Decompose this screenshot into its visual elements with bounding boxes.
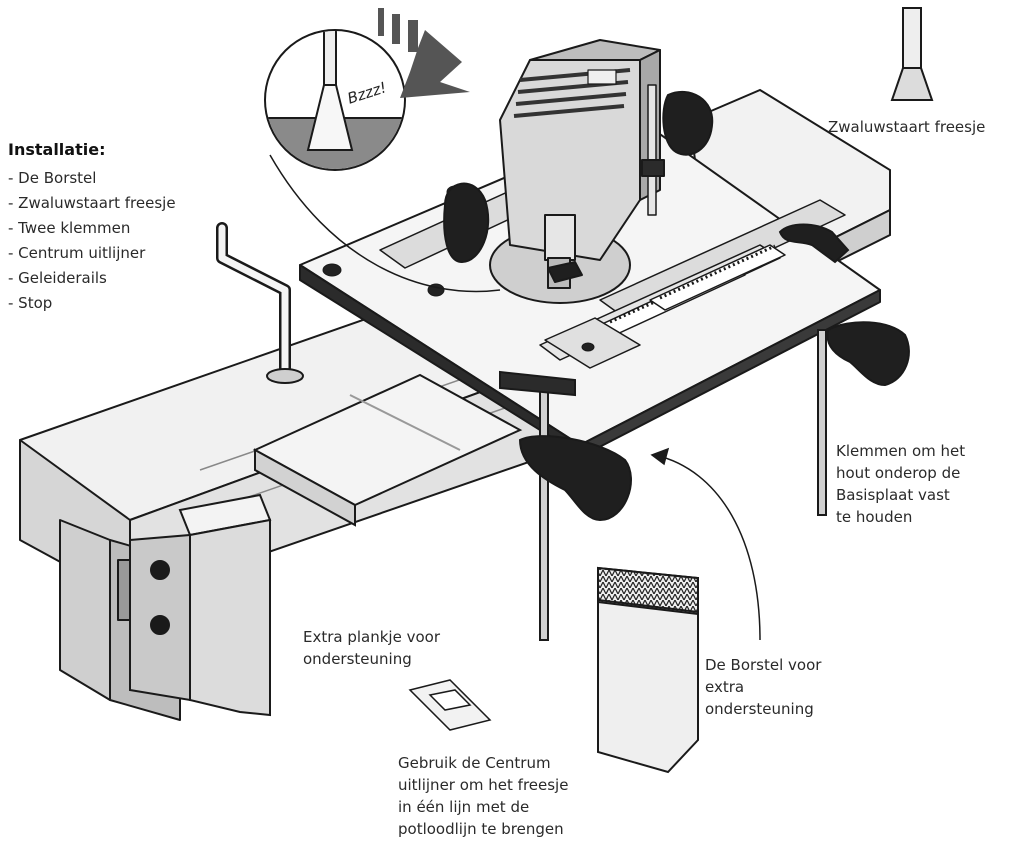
- installation-title: Installatie:: [8, 140, 105, 159]
- callout-line: potloodlijn te brengen: [398, 818, 568, 840]
- callout-line: ondersteuning: [705, 698, 821, 720]
- callout-line: te houden: [836, 506, 965, 528]
- callout-brush: De Borstel voor extra ondersteuning: [705, 654, 821, 720]
- brush: [598, 568, 698, 772]
- installation-item: - De Borstel: [8, 166, 176, 191]
- installation-item: - Centrum uitlijner: [8, 241, 176, 266]
- callout-line: De Borstel voor: [705, 654, 821, 676]
- installation-item: - Zwaluwstaart freesje: [8, 191, 176, 216]
- callout-line: Basisplaat vast: [836, 484, 965, 506]
- callout-line: Gebruik de Centrum: [398, 752, 568, 774]
- callout-extra-board: Extra plankje voor ondersteuning: [303, 626, 440, 670]
- callout-line: hout onderop de: [836, 462, 965, 484]
- callout-line: in één lijn met de: [398, 796, 568, 818]
- callout-line: ondersteuning: [303, 648, 440, 670]
- installation-item: - Geleiderails: [8, 266, 176, 291]
- callout-clamps: Klemmen om het hout onderop de Basisplaa…: [836, 440, 965, 528]
- installation-list: - De Borstel - Zwaluwstaart freesje - Tw…: [8, 166, 176, 316]
- callout-dovetail-bit: Zwaluwstaart freesje: [828, 116, 985, 138]
- callout-line: Extra plankje voor: [303, 626, 440, 648]
- callout-line: extra: [705, 676, 821, 698]
- callout-centering: Gebruik de Centrum uitlijner om het free…: [398, 752, 568, 840]
- installation-item: - Stop: [8, 291, 176, 316]
- magnifier-bzzz: [260, 30, 410, 178]
- centering-tool: [410, 680, 490, 730]
- callout-line: Zwaluwstaart freesje: [828, 116, 985, 138]
- callout-line: uitlijner om het freesje: [398, 774, 568, 796]
- callout-line: Klemmen om het: [836, 440, 965, 462]
- installation-item: - Twee klemmen: [8, 216, 176, 241]
- dovetail-bit-icon: [892, 8, 932, 100]
